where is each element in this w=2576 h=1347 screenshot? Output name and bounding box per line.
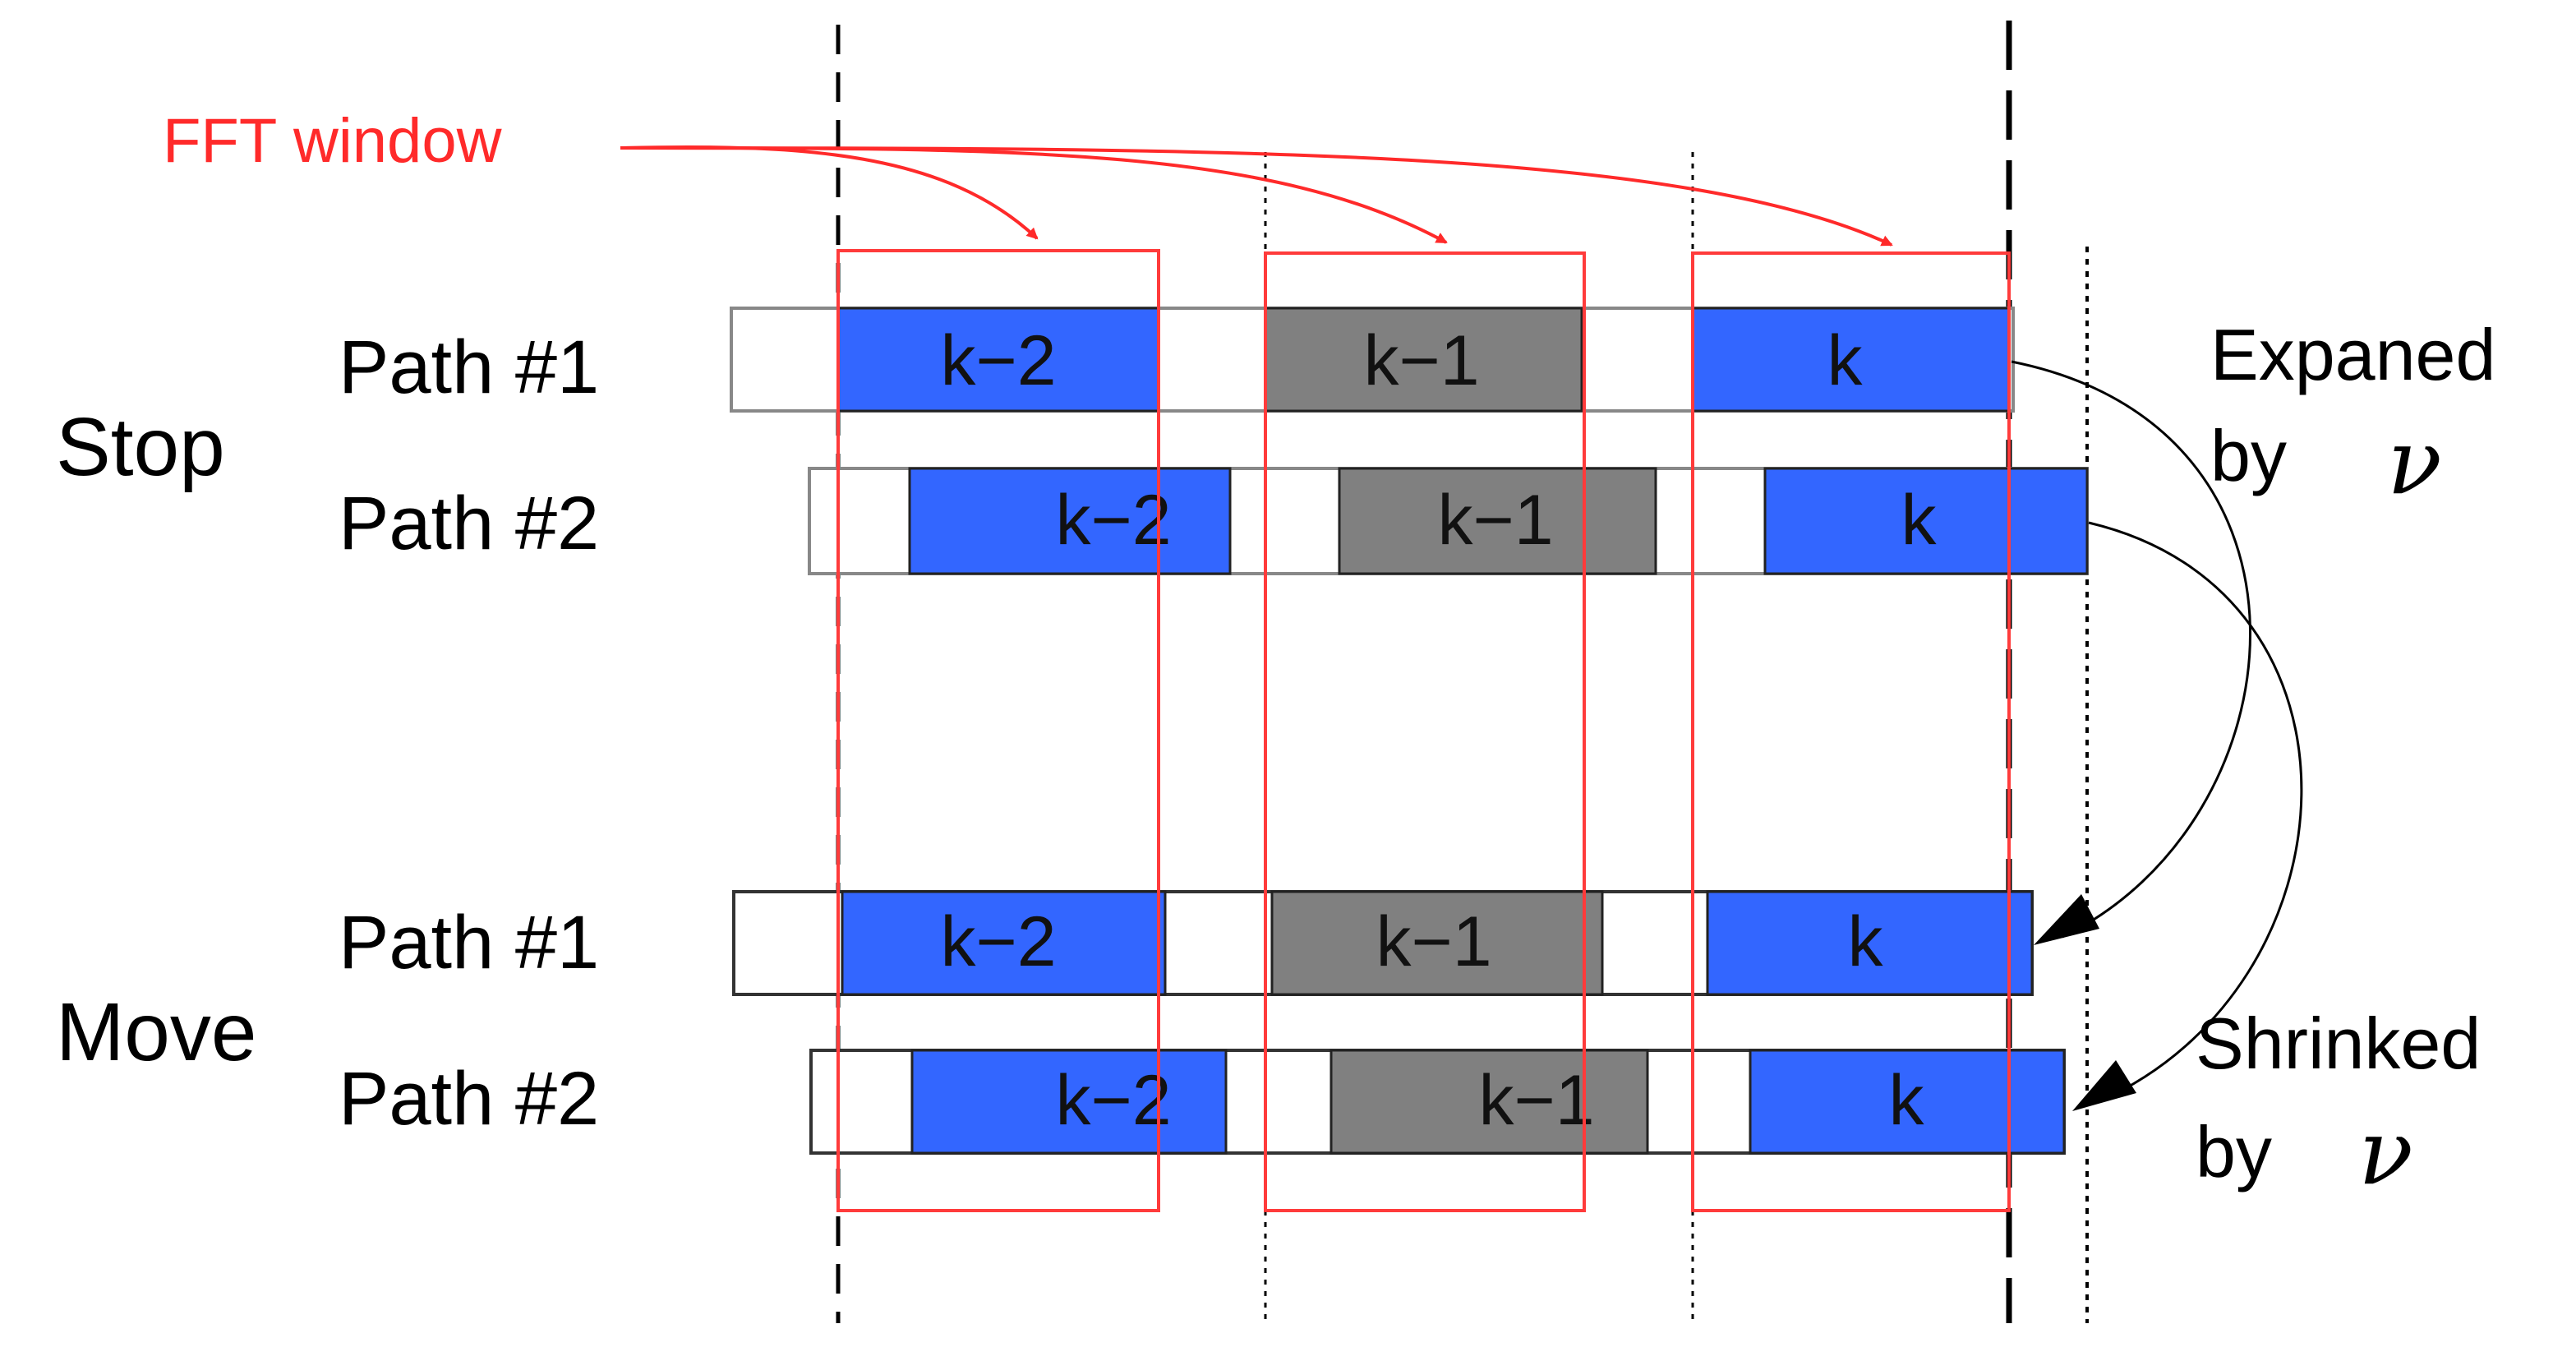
stop-path1-block-km2: [836, 307, 1160, 413]
move-path2-row: [809, 1049, 2066, 1155]
fft-window-arrows: [620, 145, 1893, 247]
fft-window-3: [1691, 251, 2011, 1212]
move-path2-label-km1: k−1: [1478, 1061, 1594, 1140]
stop-path2-block-km1: [1338, 467, 1657, 575]
move-path1-block-k: [1706, 890, 2034, 996]
move-path2-label-km2: k−2: [1055, 1061, 1171, 1140]
expanded-nu-symbol: ν: [2387, 409, 2442, 514]
stop-path2-label-km1: k−1: [1437, 481, 1553, 560]
shrinked-label: Shrinked: [2196, 1003, 2481, 1084]
stop-path2-block-km2: [908, 467, 1232, 575]
move-path2-block-k: [1749, 1049, 2066, 1155]
stop-label: Stop: [56, 401, 225, 493]
move-label: Move: [56, 986, 257, 1078]
shrink-arrowhead: [2072, 1060, 2136, 1111]
move-path1-label: Path #1: [339, 901, 599, 985]
shift-arrows: [2011, 360, 2303, 1103]
shrink-arrow-curve: [2088, 521, 2303, 1103]
stop-path1-row: [730, 307, 2015, 413]
stop-path2-label-km2: k−2: [1055, 481, 1171, 560]
shrinked-nu-symbol: ν: [2358, 1100, 2413, 1205]
stop-path1-label-km1: k−1: [1363, 321, 1479, 400]
move-path1-block-km2: [841, 890, 1167, 996]
fft-arrow-1: [620, 145, 1039, 240]
move-path1-label-km2: k−2: [940, 902, 1056, 981]
move-path2-label: Path #2: [339, 1057, 599, 1141]
stop-path1-label-k: k: [1827, 321, 1864, 400]
stop-path2-label: Path #2: [339, 482, 599, 565]
expanded-label: Expaned: [2210, 314, 2495, 395]
fft-window-1: [836, 249, 1160, 1212]
fft-arrow-2: [620, 146, 1448, 244]
stop-path2-label-k: k: [1901, 481, 1938, 560]
move-path1-row: [732, 890, 2034, 996]
expand-arrowhead: [2034, 894, 2099, 945]
stop-path2-block-k: [1763, 467, 2089, 575]
shrinked-by-label: by: [2196, 1111, 2272, 1192]
expand-arrow-curve: [2011, 360, 2251, 939]
expanded-by-label: by: [2210, 415, 2287, 496]
move-path2-block-km2: [910, 1049, 1228, 1155]
fft-windows: [836, 249, 2011, 1212]
fft-window-label: FFT window: [163, 106, 503, 176]
stop-path2-row: [808, 467, 2089, 575]
stop-path1-label: Path #1: [339, 325, 599, 409]
fft-window-2: [1264, 251, 1586, 1212]
block-labels: k−2 k−1 k k−2 k−1 k k−2 k−1 k k−2 k−1 k: [940, 321, 1937, 1140]
move-path1-block-km1: [1270, 890, 1604, 996]
move-path2-block-km1: [1329, 1049, 1649, 1155]
move-path1-label-km1: k−1: [1376, 902, 1491, 981]
stop-path1-label-km2: k−2: [940, 321, 1056, 400]
move-path1-label-k: k: [1848, 902, 1884, 981]
move-path2-label-k: k: [1889, 1061, 1925, 1140]
fft-arrow-3: [620, 146, 1893, 247]
